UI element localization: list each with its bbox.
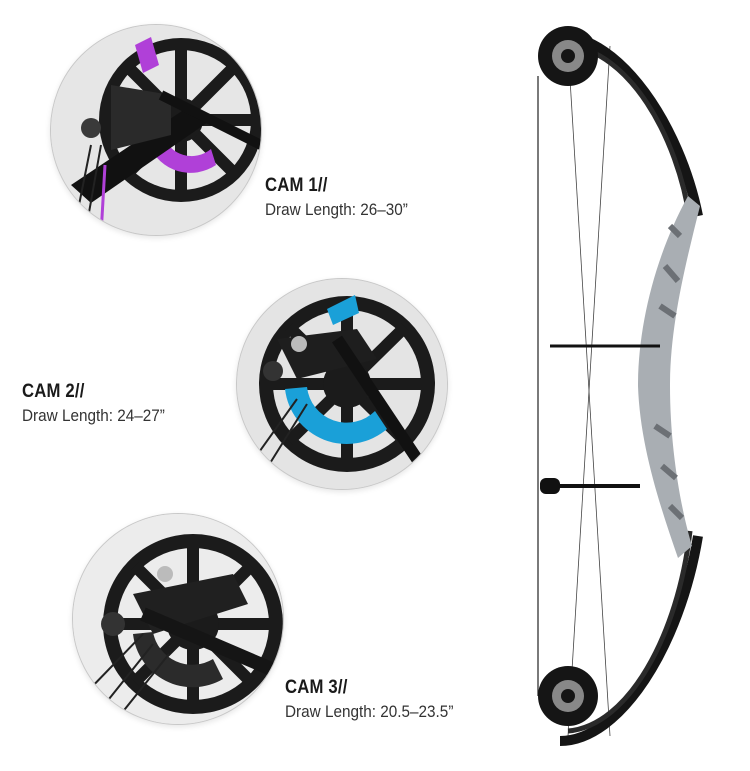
cam2-detail-photo (236, 278, 448, 490)
cam1-title: CAM 1// (265, 175, 328, 196)
cam2-draw-length: Draw Length: 24–27” (22, 406, 165, 425)
cam1-detail-photo (50, 24, 262, 236)
cam2-label: CAM 2// Draw Length: 24–27” (22, 380, 181, 428)
cam3-title: CAM 3// (285, 677, 348, 698)
cam3-detail-photo (72, 513, 284, 725)
cam3-label: CAM 3// Draw Length: 20.5–23.5” (285, 676, 472, 724)
compound-bow-photo (520, 6, 720, 766)
cam1-label: CAM 1// Draw Length: 26–30” (265, 174, 424, 222)
cam2-title: CAM 2// (22, 381, 85, 402)
cam1-draw-length: Draw Length: 26–30” (265, 200, 408, 219)
cam3-draw-length: Draw Length: 20.5–23.5” (285, 702, 454, 721)
